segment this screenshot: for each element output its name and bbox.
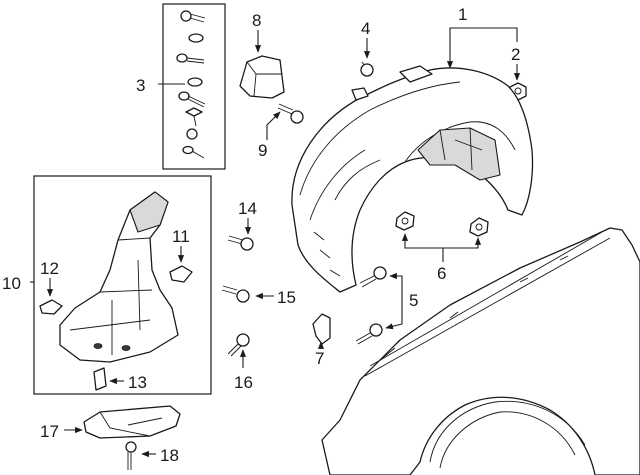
bolt-part-18: [125, 441, 137, 470]
clip-part-7: [312, 313, 331, 345]
callout-8: 8: [252, 11, 261, 30]
hardware-kit-group: [162, 3, 226, 170]
callout-14: 14: [238, 199, 257, 218]
callout-12: 12: [40, 259, 59, 278]
shield-hole-2: [121, 345, 131, 351]
clip-part-13: [93, 367, 107, 391]
nut-part-11: [169, 265, 193, 283]
splash-shield-tab: [129, 191, 169, 233]
leader-1: [446, 27, 464, 69]
callout-labels: 1 2 3 4 5 6 7 8 9 10 11 12 13 14 15 16 1…: [2, 5, 520, 465]
leader-9: [266, 111, 281, 140]
callout-10: 10: [2, 274, 21, 293]
kit-clip-1: [185, 107, 203, 127]
bolt-part-14: [227, 235, 254, 251]
kit-washer-2: [187, 77, 203, 87]
kit-bolt-1: [180, 10, 206, 23]
shield-hole-1: [93, 343, 103, 349]
nut-part-6a: [395, 211, 415, 231]
fender-panel: [321, 227, 640, 475]
leader-5a: [389, 272, 403, 300]
bracket-part-8: [239, 55, 285, 99]
kit-screw-1: [182, 145, 205, 159]
callout-4: 4: [361, 19, 370, 38]
callout-15: 15: [277, 288, 296, 307]
kit-nut-1: [186, 128, 198, 140]
splash-shield-frame: [33, 175, 212, 395]
fender-liner-part-1: [291, 65, 534, 293]
nut-part-6b: [469, 217, 489, 237]
bolt-part-15: [221, 285, 250, 303]
bracket-part-17: [83, 405, 181, 439]
leader-5b: [385, 300, 403, 330]
callout-13: 13: [128, 373, 147, 392]
bolt-part-9: [277, 103, 304, 124]
callout-11: 11: [172, 227, 190, 246]
splash-shield-group: [33, 175, 212, 395]
callout-7: 7: [315, 349, 324, 368]
callout-1: 1: [458, 5, 467, 24]
leader-6a: [401, 233, 444, 262]
leader-1-split: [464, 27, 518, 42]
callout-17: 17: [40, 422, 59, 441]
kit-washer-1: [188, 33, 204, 43]
hardware-kit-frame: [162, 3, 226, 170]
callout-6: 6: [437, 264, 446, 283]
bolt-part-4: [360, 61, 374, 77]
callout-3: 3: [136, 76, 145, 95]
bolt-part-5a: [359, 266, 387, 288]
bolt-part-5b: [355, 323, 383, 345]
kit-bolt-3: [178, 91, 206, 108]
bolt-part-16: [227, 333, 250, 357]
leader-lines: [30, 27, 521, 458]
callout-5: 5: [409, 291, 418, 310]
kit-bolt-2: [176, 53, 205, 64]
callout-16: 16: [234, 373, 253, 392]
callout-9: 9: [258, 141, 267, 160]
nut-part-12: [39, 299, 63, 315]
callout-2: 2: [511, 45, 520, 64]
leader-6b: [443, 237, 482, 249]
callout-18: 18: [160, 446, 179, 465]
